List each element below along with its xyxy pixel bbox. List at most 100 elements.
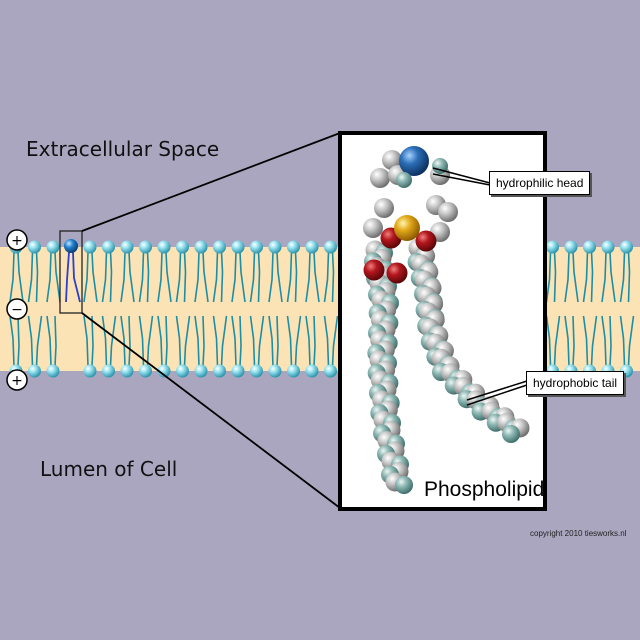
- charge-circle: [6, 369, 28, 391]
- lipid-tail: [146, 251, 150, 303]
- lipid-head: [46, 364, 60, 378]
- lipid-tail: [175, 315, 182, 367]
- lipid-head: [120, 364, 134, 378]
- lipid-head: [305, 240, 319, 254]
- hydrogen-atom: [370, 168, 390, 188]
- lipid-tail: [609, 251, 616, 303]
- carbon-atom: [396, 172, 412, 188]
- lipid-head: [157, 364, 171, 378]
- lipid-tail: [157, 251, 163, 303]
- lipid-tail: [294, 251, 298, 303]
- lipid-tail: [35, 315, 43, 367]
- oxygen-atom: [386, 262, 408, 284]
- highlighted-head: [64, 239, 78, 253]
- lipid-tail: [564, 251, 570, 303]
- charge-circle: [6, 298, 28, 320]
- lipid-tail: [83, 251, 89, 303]
- lipid-tail: [257, 251, 261, 303]
- lipid-tail: [212, 315, 219, 367]
- lipid-head: [601, 240, 615, 254]
- lipid-head: [102, 240, 115, 254]
- lipid-tail: [564, 315, 570, 367]
- lipid-tail: [157, 315, 163, 367]
- lipid-head: [176, 364, 189, 378]
- lipid-tail: [128, 251, 135, 303]
- lipid-tail: [249, 315, 256, 367]
- selection-box: [59, 230, 83, 314]
- lipid-tail: [323, 315, 330, 367]
- phosphorus-atom: [394, 215, 420, 241]
- lipid-tail: [239, 315, 242, 367]
- lipid-tail: [268, 315, 274, 367]
- highlighted-tail: [65, 251, 70, 303]
- lipid-tail: [231, 251, 237, 303]
- lipid-tail: [268, 251, 274, 303]
- lipid-tail: [212, 251, 219, 303]
- lipid-tail: [572, 251, 579, 303]
- lipid-tails: [9, 251, 635, 367]
- lipid-tail: [276, 251, 283, 303]
- tail-callout-line-2: [466, 384, 528, 406]
- charge-sign: +: [11, 373, 23, 389]
- lipid-tail: [202, 315, 205, 367]
- carbon-atom: [432, 158, 448, 174]
- lipid-tail: [572, 315, 575, 367]
- charge-sign: −: [11, 302, 23, 318]
- lipid-head: [231, 240, 245, 254]
- lipid-head: [83, 364, 97, 378]
- lipid-head: [46, 240, 60, 254]
- lipid-tail: [257, 315, 265, 367]
- lipid-tail: [609, 315, 612, 367]
- lipid-head: [213, 240, 226, 254]
- lumen-of-cell-label: Lumen of Cell: [40, 457, 178, 481]
- lipid-tail: [313, 251, 320, 303]
- lipid-head: [194, 364, 208, 378]
- lipid-head: [102, 364, 115, 378]
- lipid-tail: [27, 251, 34, 303]
- lipid-tail: [276, 315, 279, 367]
- lipid-head: [157, 240, 171, 254]
- lipid-tail: [286, 315, 293, 367]
- lipid-tail: [323, 251, 330, 303]
- lipid-tail: [46, 315, 52, 367]
- lipid-tail: [54, 251, 61, 303]
- nitrogen-atom: [399, 146, 429, 176]
- lipid-tail: [231, 315, 237, 367]
- lipid-tail: [91, 315, 94, 367]
- lipid-head: [28, 364, 41, 378]
- lipid-head: [231, 364, 245, 378]
- lipid-head: [546, 240, 559, 254]
- copyright-credit: copyright 2010 tiesworks.nl: [530, 529, 627, 538]
- carbon-atom: [502, 425, 520, 443]
- tail-callout-line: [466, 380, 528, 401]
- lipid-tail: [194, 315, 200, 367]
- lipid-tail: [619, 315, 626, 367]
- lipid-tail: [109, 251, 113, 303]
- lipid-tail: [331, 315, 339, 367]
- lipid-head: [583, 240, 596, 254]
- lipid-tail: [619, 251, 626, 303]
- lipid-head: [250, 364, 263, 378]
- hydrophilic-head-callout: hydrophilic head: [489, 171, 591, 195]
- lipid-tail: [91, 251, 98, 303]
- lipid-tail: [146, 315, 154, 367]
- lipid-tail: [220, 315, 228, 367]
- hydrogen-atom: [374, 198, 394, 218]
- lipid-tail: [202, 251, 209, 303]
- oxygen-atom: [415, 230, 437, 252]
- lipid-head: [305, 364, 319, 378]
- lipid-tail: [220, 251, 224, 303]
- lipid-heads: [9, 240, 633, 378]
- lipid-tail: [17, 251, 24, 303]
- lipid-tail: [109, 315, 117, 367]
- lipid-tail: [183, 315, 191, 367]
- hydrogen-atom: [363, 218, 383, 238]
- lipid-tail: [9, 251, 15, 303]
- phospholipid-molecule-model: [363, 146, 530, 494]
- lipid-tail: [46, 251, 52, 303]
- lipid-tail: [9, 315, 15, 367]
- lipid-tail: [194, 251, 200, 303]
- lipid-tail: [582, 315, 589, 367]
- lipid-tail: [239, 251, 246, 303]
